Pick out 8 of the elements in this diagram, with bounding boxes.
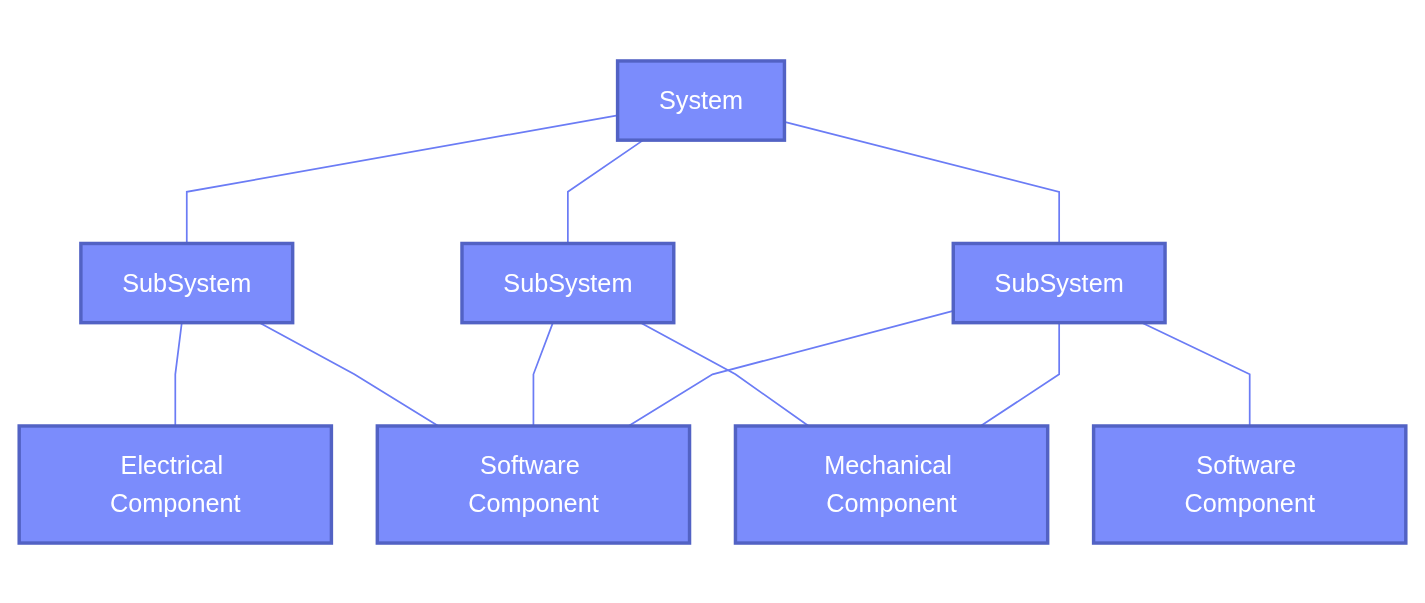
- node-box: Software Component: [375, 423, 692, 545]
- node-box: Mechanical Component: [733, 423, 1050, 545]
- node-box: Software Component: [1091, 423, 1408, 545]
- node-box: System: [615, 58, 787, 142]
- node-box: Electrical Component: [17, 423, 334, 545]
- node-box: SubSystem: [951, 241, 1167, 324]
- node-box: SubSystem: [460, 241, 676, 324]
- node-box: SubSystem: [79, 241, 295, 324]
